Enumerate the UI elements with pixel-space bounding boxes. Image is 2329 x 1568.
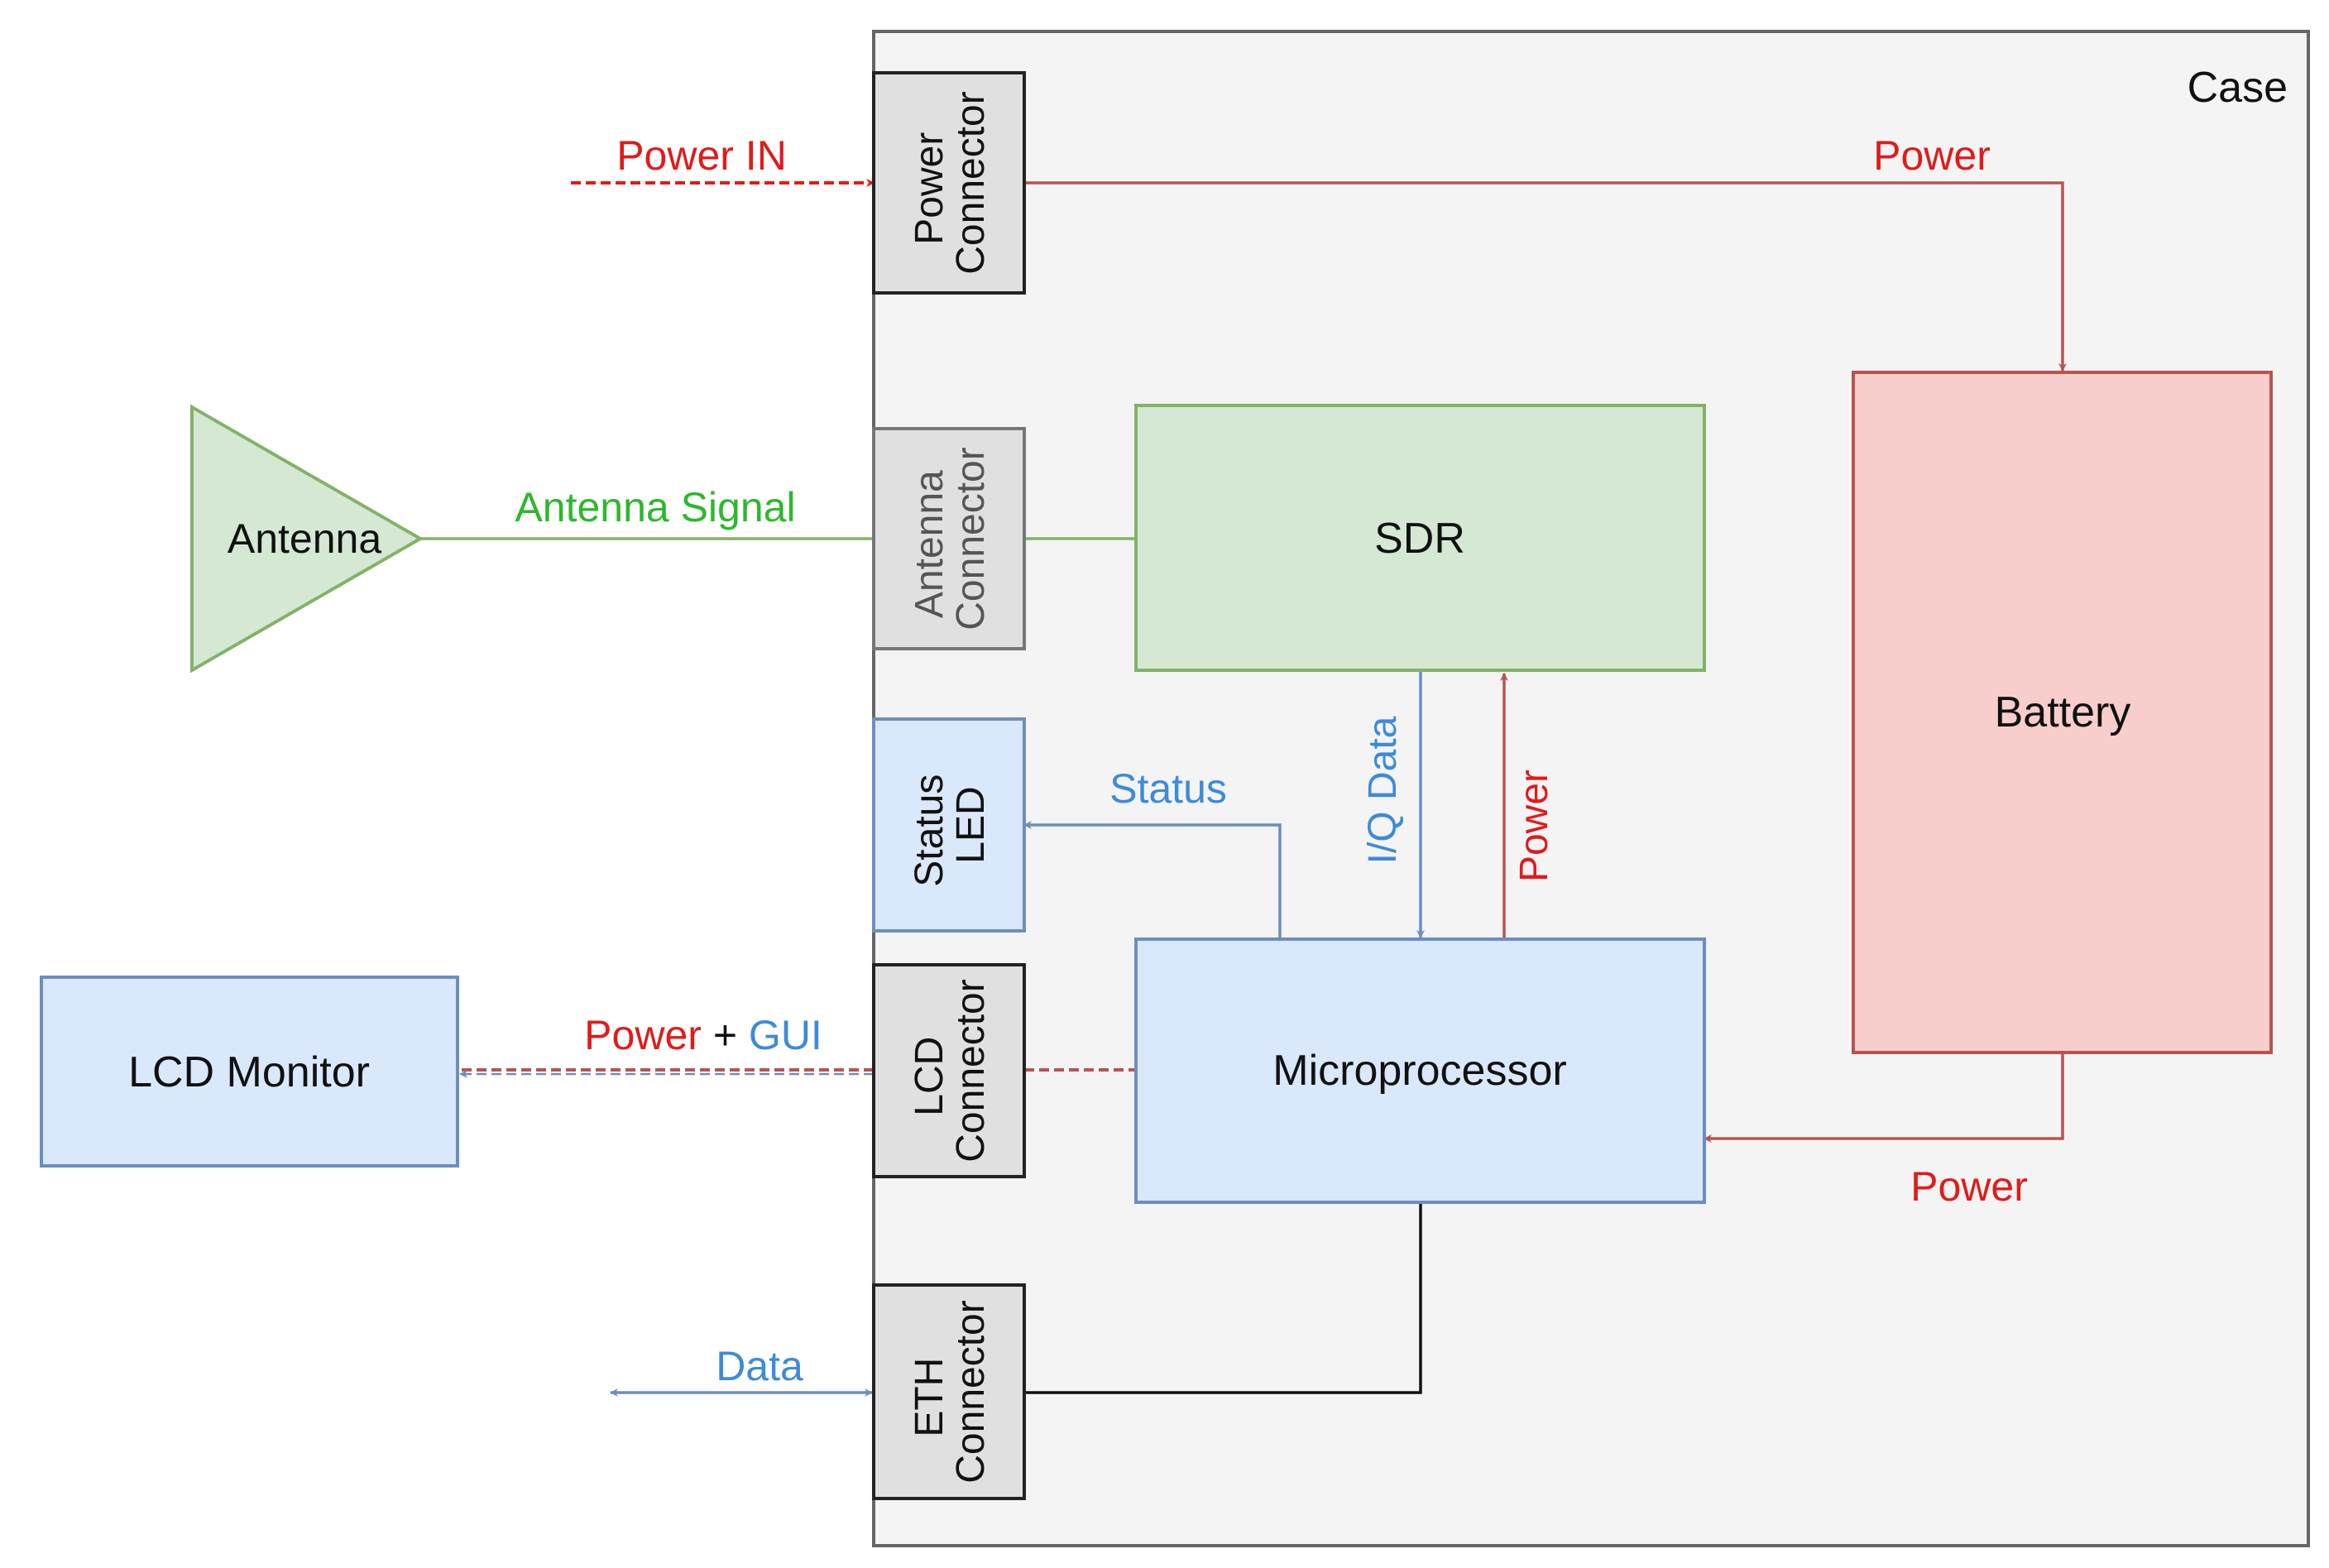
battery-block [1852,371,2273,1054]
antenna-connector-label: Antenna Connector [908,447,993,630]
eth-connector-label: ETH Connector [908,1300,993,1483]
status-label: Status [1109,765,1227,812]
iq-data-label: I/Q Data [1361,716,1405,864]
power-to-battery-line [1024,181,2067,372]
eth-line [1024,1202,1422,1394]
lcd-connector-label: LCD Connector [908,979,993,1162]
power-to-sdr-label: Power [1512,770,1556,882]
status-line [1023,821,1282,939]
status-led-label: Status LED [908,763,993,886]
antenna-signal-label: Antenna Signal [515,484,795,530]
eth-data-label: Data [716,1343,803,1389]
battery-power-line [1704,1053,2064,1143]
power-connector-label: Power Connector [908,91,993,274]
power-to-battery-label: Power [1873,132,1991,179]
antenna-connector [872,427,1026,650]
power-in-label: Power IN [616,132,787,179]
microprocessor-label: Microprocessor [1272,1047,1566,1095]
sdr-label: SDR [1374,515,1465,563]
microprocessor-block [1134,937,1706,1204]
lcd-connector [872,963,1026,1178]
status-led [872,717,1026,933]
lcd-monitor-block [40,976,459,1168]
lcd-monitor-label: LCD Monitor [128,1048,370,1096]
lcd-power-gui-label: Power + GUI [584,1012,822,1058]
sdr-block [1134,404,1706,672]
battery-label: Battery [1995,688,2131,736]
antenna-label: Antenna [228,515,381,562]
case-label: Case [2188,64,2288,112]
battery-power-label: Power [1910,1163,2028,1210]
antenna-triangle [190,404,424,674]
eth-connector [872,1283,1026,1500]
power-connector [872,71,1026,295]
